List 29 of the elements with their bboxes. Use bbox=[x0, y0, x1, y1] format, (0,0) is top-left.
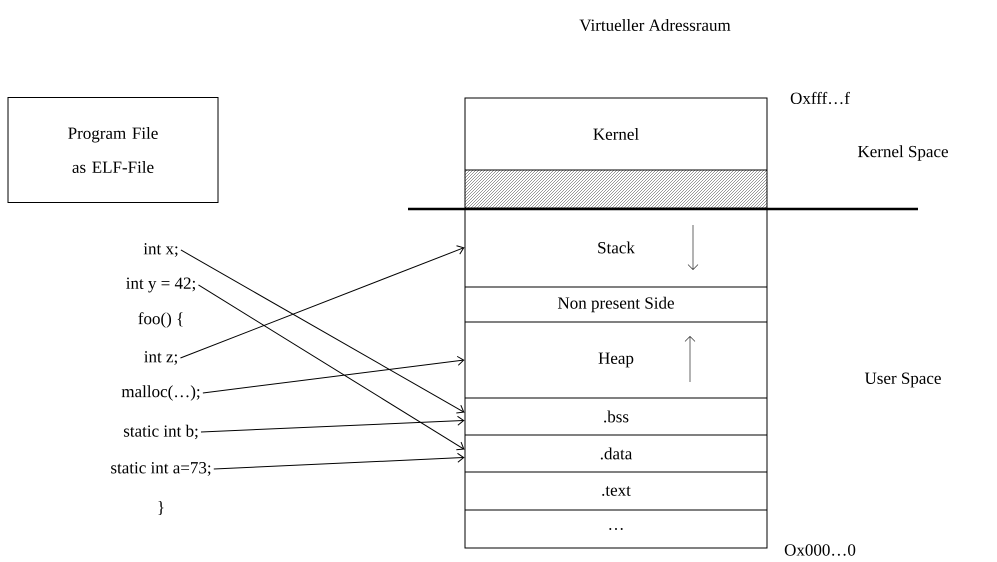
memory-segment: .data bbox=[464, 434, 768, 472]
arrow bbox=[180, 250, 464, 414]
arrow bbox=[180, 245, 464, 358]
memory-segment: .bss bbox=[464, 398, 768, 436]
address-label: Oxfff…f bbox=[790, 92, 850, 104]
memory-segment: Kernel bbox=[464, 98, 768, 170]
arrow bbox=[198, 284, 464, 450]
code-line: int y = 42; bbox=[126, 278, 195, 292]
code-line: int x; bbox=[144, 243, 178, 257]
hatched-segment bbox=[464, 170, 768, 208]
memory-segment: Stack bbox=[464, 208, 768, 288]
arrow bbox=[200, 416, 464, 432]
memory-segment: … bbox=[464, 509, 768, 548]
address-label: Ox000…0 bbox=[784, 544, 856, 556]
code-line: static int a=73; bbox=[111, 462, 210, 476]
region-label: User Space bbox=[864, 372, 941, 388]
memory-segment: Non present Side bbox=[464, 286, 768, 322]
code-line: } bbox=[158, 500, 164, 516]
code-line: int z; bbox=[144, 351, 177, 365]
code-line: static int b; bbox=[124, 424, 198, 440]
arrow bbox=[202, 356, 464, 394]
memory-segment: .text bbox=[464, 471, 768, 510]
title: Virtueller Adressraum bbox=[579, 18, 730, 31]
code-line: foo() { bbox=[138, 312, 183, 328]
region-label: Kernel Space bbox=[858, 145, 948, 161]
arrow bbox=[213, 452, 464, 470]
code-line: malloc(…); bbox=[122, 385, 200, 401]
memory-segment: Heap bbox=[464, 321, 768, 398]
file-box: Program File as ELF-File bbox=[8, 97, 218, 203]
